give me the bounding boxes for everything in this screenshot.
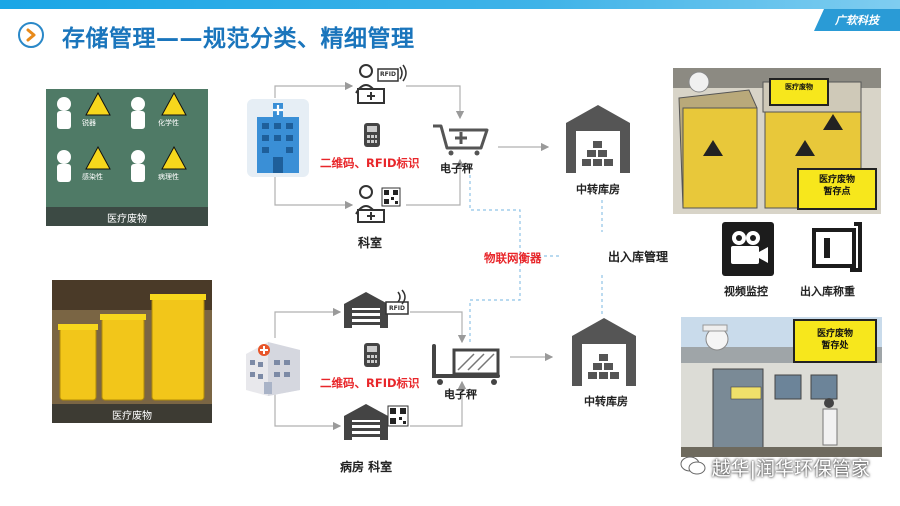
inout-management-label: 出入库管理 [608,250,669,264]
wechat-icon [680,455,706,480]
ward-rfid-icon: RFID [340,288,412,330]
weigh-station-icon [808,218,864,274]
scale-label: 电子秤 [444,388,477,401]
scale-label: 电子秤 [440,162,473,175]
temporary-storage-room-photo: 医疗废物 暂存处 [681,317,882,457]
handheld-terminal-icon [362,122,382,148]
rfid-reader-icon: RFID [352,63,408,105]
ward-qr-icon [340,402,412,442]
photo-caption: 医疗废物 [112,411,152,422]
inout-weigh-label: 出入库称重 [800,285,855,298]
medical-waste-category-photo: 锐器 化学性 感染性 病理性 医疗废物 [46,89,208,226]
sign-line-1: 医疗废物 [818,175,855,185]
warehouse-icon [570,316,638,388]
iot-scale-label: 物联网衡器 [484,251,542,265]
category-infectious-label: 感染性 [82,173,103,181]
id-method-label: 二维码、RFID标识 [320,156,420,170]
dept-label: 科室 [358,236,383,250]
sign-line-1: 医疗废物 [785,83,813,91]
photo-caption: 医疗废物 [107,214,147,225]
brand-badge: 广软科技 [814,9,900,31]
video-camera-icon [722,222,774,276]
sign-line-2: 暂存点 [823,187,851,197]
warehouse-icon [564,103,632,175]
watermark: 越华|润华环保管家 [680,454,870,481]
scale-cart-icon [431,122,491,156]
storage-label: 中转库房 [584,395,628,408]
watermark-text: 越华|润华环保管家 [711,458,870,480]
video-monitor-label: 视频监控 [724,285,768,298]
temp-storage-sign: 医疗废物 暂存点 [797,168,877,210]
top-accent-bar [0,0,900,9]
hospital-building-icon [247,99,309,177]
temp-storage-sign: 医疗废物 暂存处 [793,319,877,363]
hospital-ward-building-icon [240,332,306,398]
medical-waste-bins-photo: 医疗废物 [52,280,212,423]
category-sharps-label: 锐器 [82,119,96,127]
rfid-tag-text: RFID [380,71,396,78]
category-chemical-label: 化学性 [158,119,179,127]
category-pathological-label: 病理性 [158,173,179,181]
storage-sign-label: 医疗废物 [769,78,829,106]
qr-scan-icon [352,184,408,224]
sign-line-1: 医疗废物 [816,329,853,339]
ward-dept-label: 病房 科室 [340,460,393,474]
handheld-terminal-icon [362,342,382,368]
page-title: 存储管理——规范分类、精细管理 [62,26,415,52]
id-method-label: 二维码、RFID标识 [320,376,420,390]
rfid-tag-text: RFID [389,305,405,312]
sign-line-2: 暂存处 [821,341,849,351]
temporary-storage-cabinet-photo: 医疗废物 医疗废物 暂存点 [673,68,881,214]
platform-scale-icon [428,342,504,386]
storage-label: 中转库房 [576,183,620,196]
chevron-right-icon [18,22,44,48]
